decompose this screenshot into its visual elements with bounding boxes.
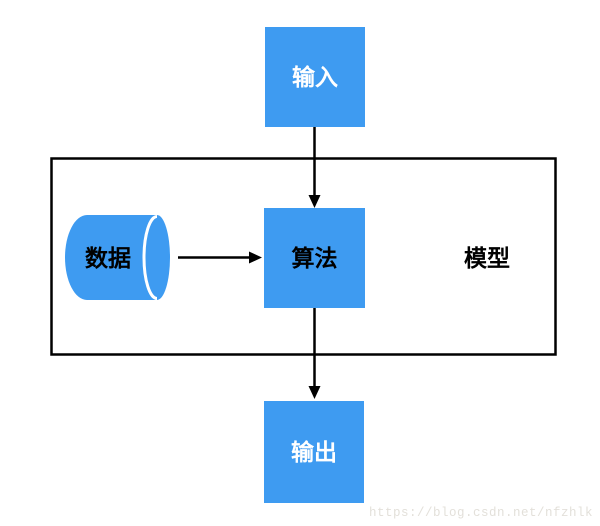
watermark-text: https://blog.csdn.net/nfzhlk <box>369 506 593 520</box>
arrowhead-down-icon <box>308 386 321 399</box>
node-input: 输入 <box>265 27 365 127</box>
input-box <box>265 27 365 127</box>
input-label: 输入 <box>292 64 338 91</box>
edge-input-to-algorithm <box>308 127 321 208</box>
arrowhead-down-icon <box>308 195 321 208</box>
data-label: 数据 <box>85 246 131 272</box>
algorithm-box <box>264 208 365 308</box>
arrowhead-right-icon <box>249 251 262 264</box>
node-algorithm: 算法 <box>264 208 365 308</box>
model-label: 模型 <box>464 246 510 272</box>
edge-algorithm-to-output <box>308 308 321 399</box>
output-label: 输出 <box>291 439 337 466</box>
data-cylinder-cap-line <box>142 215 158 300</box>
algorithm-label: 算法 <box>292 245 338 272</box>
node-data: 数据 <box>65 215 170 300</box>
node-output: 输出 <box>264 401 364 503</box>
edge-data-to-algorithm <box>178 251 262 264</box>
data-cylinder <box>65 215 170 300</box>
output-box <box>264 401 364 503</box>
